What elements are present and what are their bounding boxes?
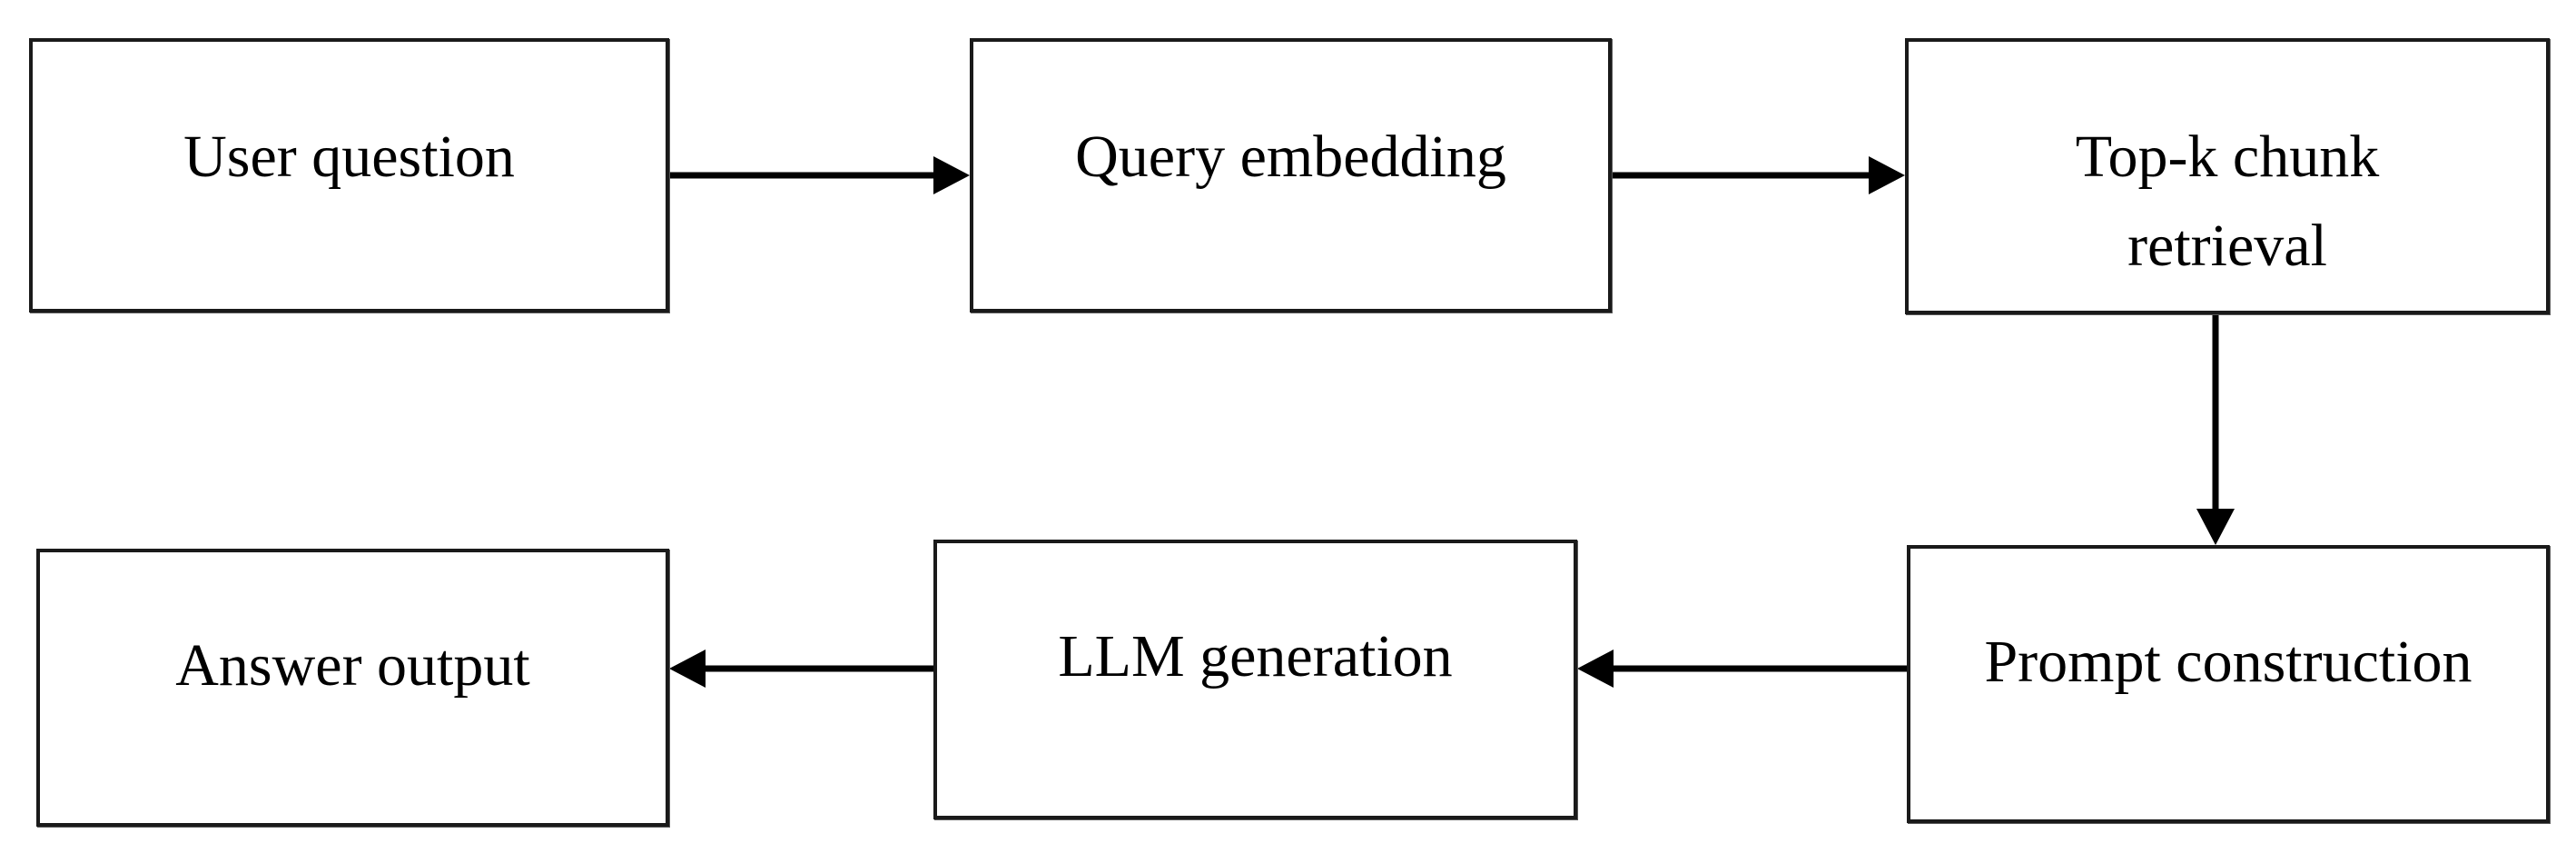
node-prompt-construction: Prompt construction	[1907, 545, 2550, 823]
node-user-question-label: User question	[183, 124, 515, 190]
arrow-prompt-construction-to-llm-generation	[1577, 650, 1907, 688]
arrow-top-k-retrieval-to-prompt-construction	[2196, 314, 2235, 545]
node-prompt-construction-label: Prompt construction	[1984, 629, 2472, 695]
node-top-k-retrieval-label-line1: Top-k chunk	[2075, 124, 2380, 190]
node-llm-generation-label: LLM generation	[1058, 623, 1453, 689]
arrow-llm-generation-to-answer-output	[669, 650, 933, 688]
node-user-question: User question	[29, 38, 669, 312]
node-answer-output-label: Answer output	[175, 632, 530, 699]
node-top-k-retrieval-label-line2: retrieval	[2127, 213, 2327, 279]
arrow-user-question-to-query-embedding	[669, 156, 970, 194]
arrow-query-embedding-to-top-k-retrieval	[1612, 156, 1905, 194]
node-query-embedding-label: Query embedding	[1075, 124, 1506, 190]
node-llm-generation: LLM generation	[933, 540, 1577, 819]
node-answer-output: Answer output	[36, 549, 669, 827]
node-query-embedding: Query embedding	[970, 38, 1612, 312]
node-top-k-retrieval: Top-k chunk retrieval	[1905, 38, 2550, 314]
